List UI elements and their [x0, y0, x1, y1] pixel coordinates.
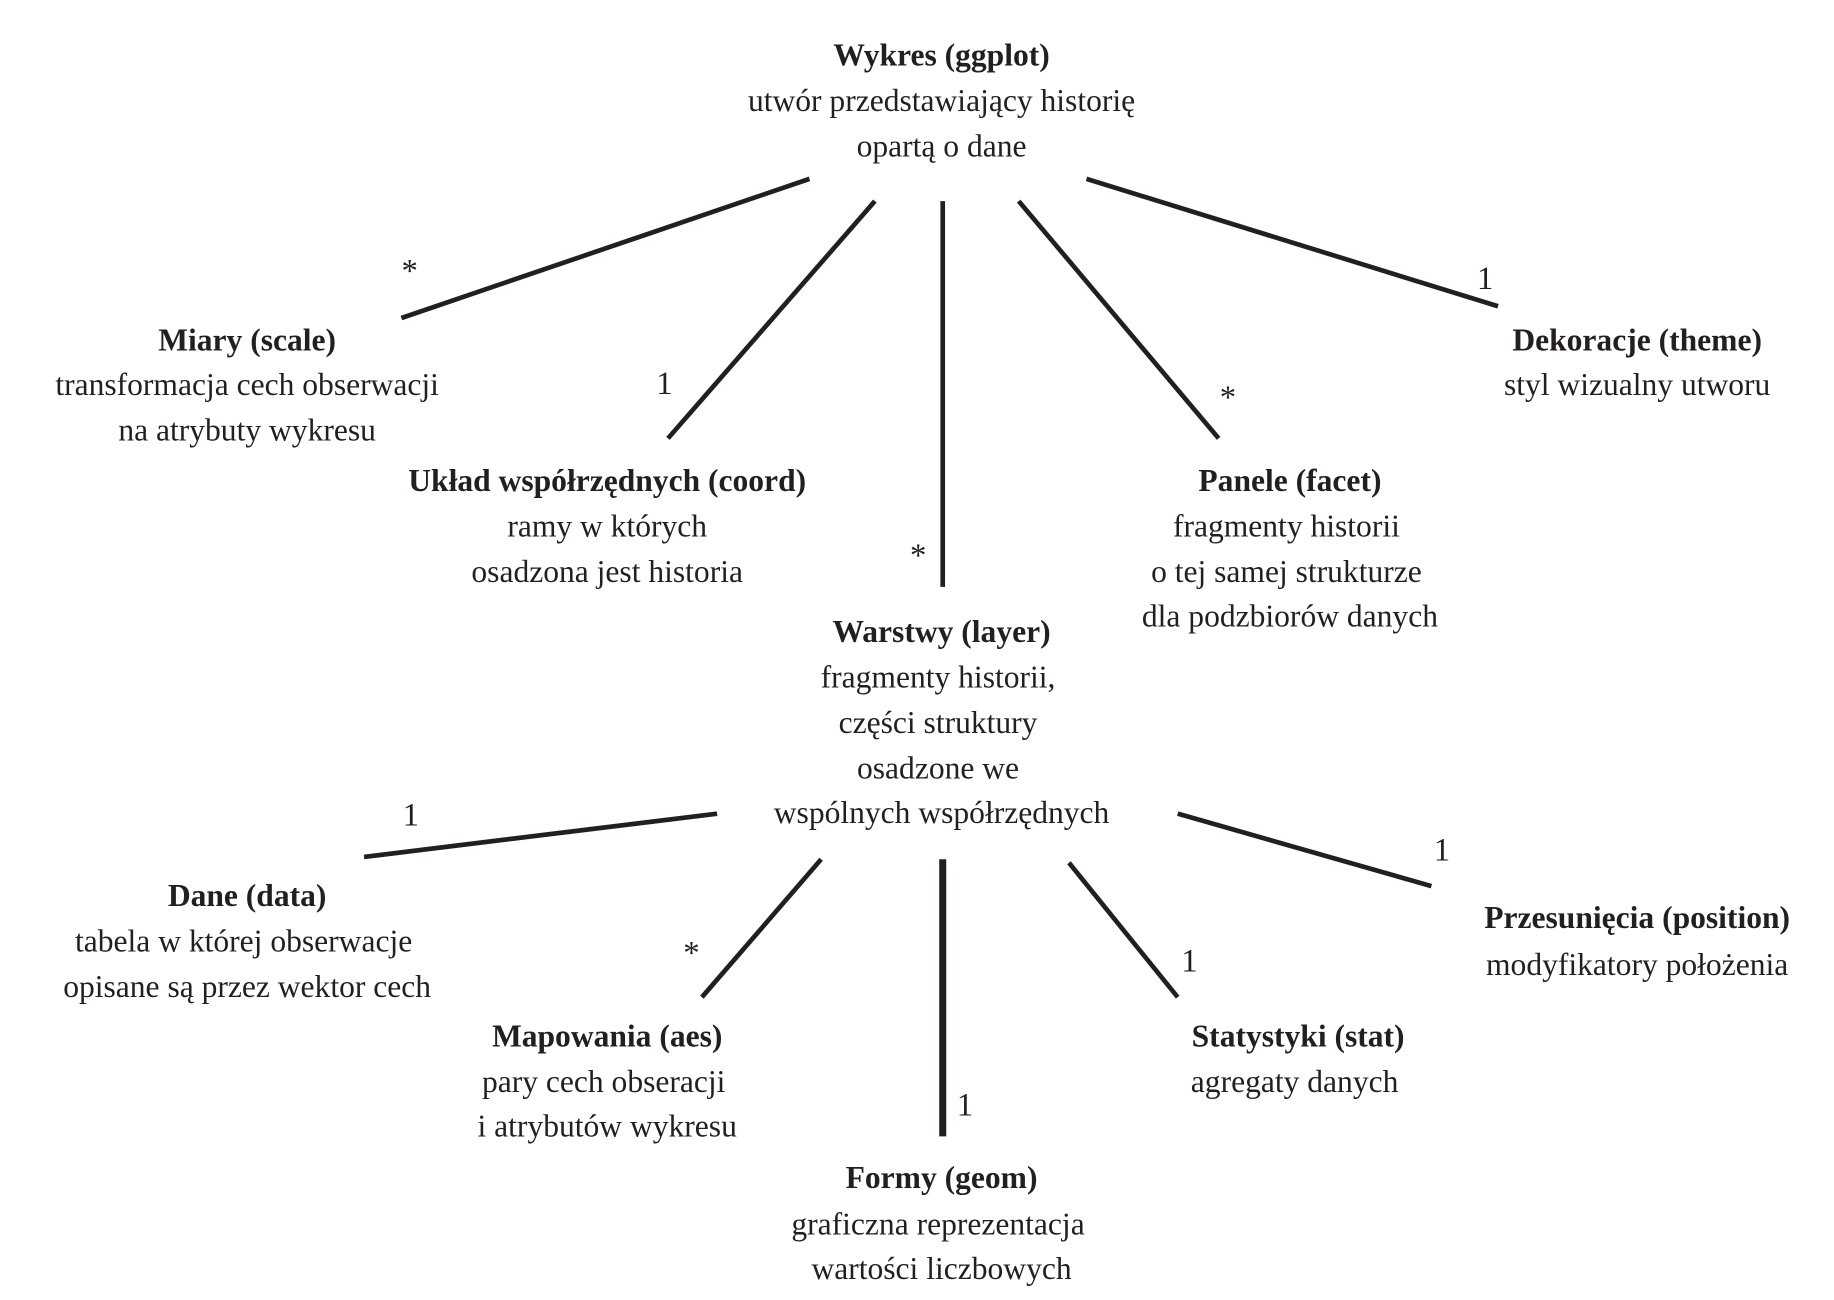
node-title: Miary (scale) [158, 323, 336, 358]
edge-warstwy-mapowania [700, 857, 823, 999]
node-desc: na atrybuty wykresu [118, 413, 376, 448]
node-title: Formy (geom) [846, 1160, 1038, 1195]
node-desc: dla podzbiorów danych [1142, 599, 1438, 634]
multiplicity-uklad: 1 [656, 366, 672, 402]
node-przesuniecia: Przesunięcia (position) modyfikatory poł… [1484, 900, 1790, 982]
node-desc: tabela w której obserwacje [75, 924, 412, 959]
node-desc: wspólnych współrzędnych [774, 795, 1110, 830]
node-mapowania: Mapowania (aes) pary cech obseracji i at… [478, 1018, 738, 1143]
multiplicity-przesuniecia: 1 [1434, 832, 1450, 868]
node-desc: części struktury [839, 705, 1038, 740]
node-title: Dekoracje (theme) [1512, 323, 1762, 358]
node-title: Wykres (ggplot) [833, 37, 1049, 72]
edge-wykres-miary [400, 176, 811, 321]
node-panele: Panele (facet) fragmenty historii o tej … [1142, 463, 1438, 634]
multiplicity-dekoracje: 1 [1477, 261, 1493, 297]
node-title: Mapowania (aes) [492, 1018, 722, 1053]
node-desc: transformacja cech obserwacji [55, 367, 439, 402]
node-desc: ramy w których [507, 509, 707, 544]
multiplicity-miary: * [401, 254, 417, 290]
node-desc: fragmenty historii, [821, 659, 1056, 694]
node-desc: pary cech obseracji [482, 1064, 726, 1099]
node-desc: opisane są przez wektor cech [63, 969, 431, 1004]
node-wykres: Wykres (ggplot) utwór przedstawiający hi… [748, 37, 1135, 163]
node-desc: modyfikatory położenia [1486, 947, 1788, 982]
node-desc: fragmenty historii [1173, 509, 1400, 544]
node-uklad: Układ współrzędnych (coord) ramy w który… [408, 463, 806, 589]
node-formy: Formy (geom) graficzna reprezentacja war… [791, 1160, 1084, 1286]
node-desc: utwór przedstawiający historię [748, 83, 1135, 118]
node-dekoracje: Dekoracje (theme) styl wizualny utworu [1504, 323, 1771, 402]
node-desc: wartości liczbowych [811, 1251, 1071, 1286]
node-desc: osadzona jest historia [471, 554, 743, 589]
node-title: Układ współrzędnych (coord) [408, 463, 806, 498]
node-desc: o tej samej strukturze [1151, 554, 1422, 589]
node-desc: osadzone we [857, 751, 1019, 786]
node-title: Przesunięcia (position) [1484, 900, 1790, 935]
multiplicity-dane: 1 [403, 797, 419, 833]
node-dane: Dane (data) tabela w której obserwacje o… [63, 878, 431, 1004]
node-title: Statystyki (stat) [1192, 1018, 1405, 1053]
node-statystyki: Statystyki (stat) agregaty danych [1191, 1018, 1405, 1099]
multiplicity-formy: 1 [957, 1087, 973, 1123]
edge-warstwy-statystyki [1067, 861, 1180, 999]
edge-warstwy-przesuniecia [1177, 811, 1433, 889]
node-desc: opartą o dane [857, 129, 1027, 164]
node-miary: Miary (scale) transformacja cech obserwa… [55, 323, 439, 448]
node-desc: graficzna reprezentacja [791, 1207, 1084, 1242]
node-warstwy: Warstwy (layer) fragmenty historii, częś… [774, 614, 1110, 830]
multiplicity-statystyki: 1 [1181, 943, 1197, 979]
multiplicity-panele: * [1220, 380, 1236, 416]
edge-wykres-panele [1016, 199, 1221, 440]
multiplicity-warstwy: * [910, 538, 926, 574]
edge-wykres-uklad [666, 199, 877, 440]
edge-warstwy-dane [363, 811, 718, 860]
multiplicity-mapowania: * [683, 935, 699, 971]
node-desc: styl wizualny utworu [1504, 367, 1771, 402]
edge-wykres-dekoracje [1085, 176, 1499, 309]
node-title: Warstwy (layer) [832, 614, 1050, 649]
node-title: Panele (facet) [1198, 463, 1381, 498]
node-desc: i atrybutów wykresu [478, 1108, 738, 1143]
node-desc: agregaty danych [1191, 1064, 1399, 1099]
node-title: Dane (data) [168, 878, 327, 913]
